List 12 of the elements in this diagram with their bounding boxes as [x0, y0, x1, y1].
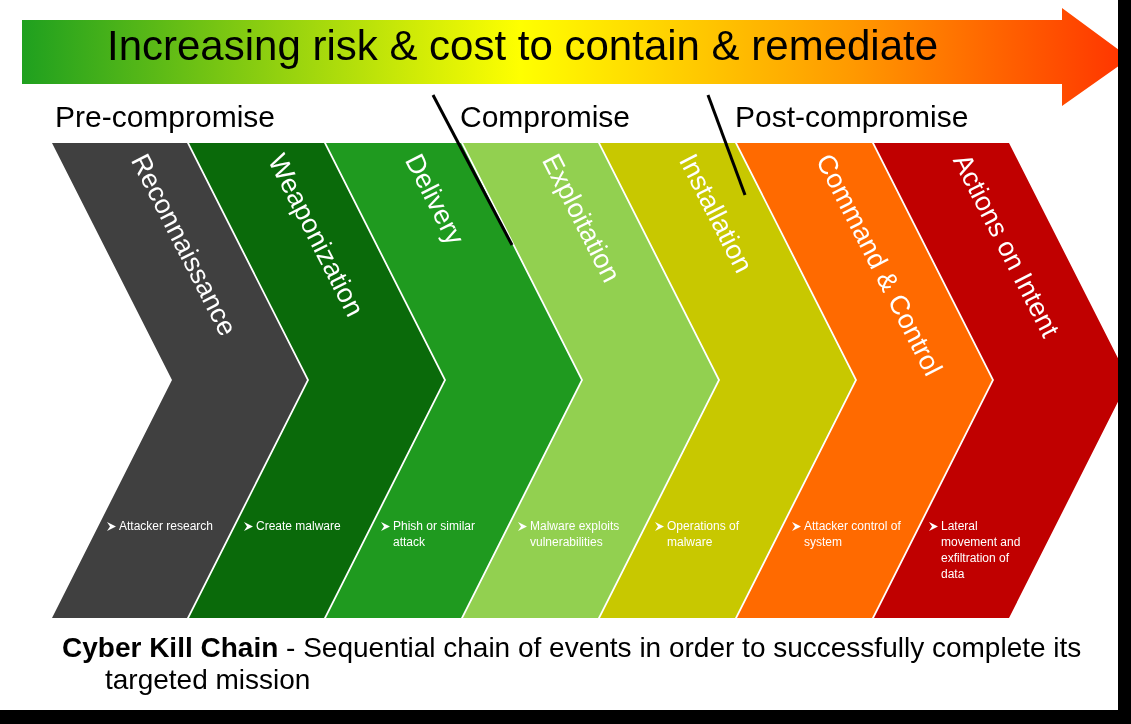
caption: Cyber Kill Chain - Sequential chain of events in order to successfully complete its targeted mission — [62, 632, 1083, 696]
stage-description: Malware exploits vulnerabilities — [530, 518, 621, 550]
stage-description: Lateral movement and exfiltration of data — [941, 518, 1022, 582]
stage-description: Operations of malware — [667, 518, 741, 550]
phase-label: Pre-compromise — [55, 100, 276, 134]
stage-description: Create malware — [256, 518, 342, 534]
stage-description: Attacker research — [119, 518, 215, 534]
stage-description: Attacker control of system — [804, 518, 902, 550]
stage-description: Phish or similar attack — [393, 518, 477, 550]
banner-text: Increasing risk & cost to contain & remediate — [107, 22, 939, 70]
phase-label: Post-compromise — [735, 100, 969, 134]
phase-label: Compromise — [460, 100, 631, 134]
